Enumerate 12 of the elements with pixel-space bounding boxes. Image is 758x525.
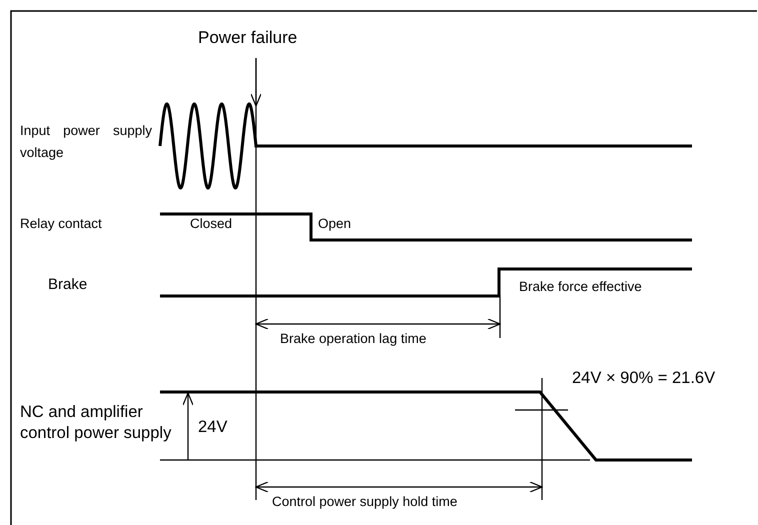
signal-label: Input power supply voltage xyxy=(20,122,152,162)
signal-label: Relay contact xyxy=(20,216,102,232)
threshold-label: 24V × 90% = 21.6V xyxy=(572,369,716,388)
state-label: Brake force effective xyxy=(519,279,642,295)
event-label: Power failure xyxy=(198,28,298,48)
dimension-label: Control power supply hold time xyxy=(272,494,458,510)
signal-label: NC and amplifier control power supply xyxy=(20,402,172,444)
state-label: Open xyxy=(318,216,352,232)
signal-label: Brake xyxy=(48,276,88,294)
dimension-label: 24V xyxy=(198,418,228,437)
dimension-label: Brake operation lag time xyxy=(280,331,426,347)
state-label: Closed xyxy=(190,216,232,232)
